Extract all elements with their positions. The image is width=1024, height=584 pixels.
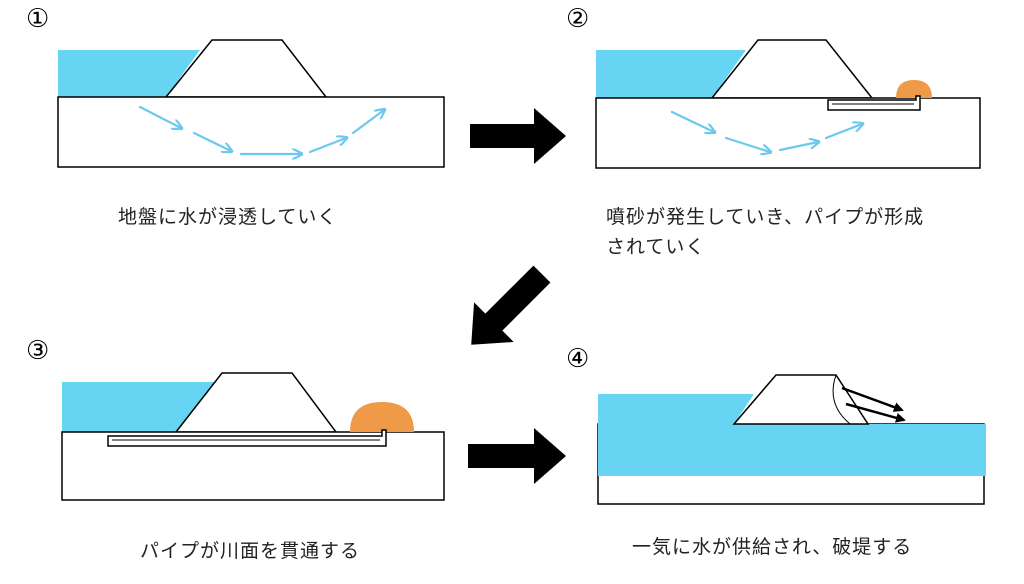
sand-boil: [896, 80, 932, 98]
step-2-caption: 噴砂が発生していき、パイプが形成 されていく: [606, 202, 924, 262]
step-2-number: ②: [566, 4, 590, 34]
panel-3: [61, 372, 445, 501]
step-2-caption-line-1: 噴砂が発生していき、パイプが形成: [606, 206, 925, 228]
arrow-right-step3-to-step4: [468, 428, 566, 484]
sand-boil: [350, 402, 414, 432]
outflow-arrows: [841, 386, 906, 423]
step-1-caption: 地盤に水が浸透していく: [118, 202, 337, 232]
seepage-arrows: [138, 105, 384, 154]
seepage-arrows: [670, 110, 862, 152]
floodwater: [598, 394, 986, 476]
step-1-caption-line-1: 地盤に水が浸透していく: [118, 206, 338, 228]
seepage-arrow-2: [192, 131, 231, 151]
step-4-caption-line-1: 一気に水が供給され、破堤する: [632, 536, 913, 558]
seepage-arrow-3: [778, 142, 818, 152]
ground: [57, 96, 445, 168]
ground: [595, 97, 981, 169]
arrow-right-step1-to-step2: [470, 108, 566, 164]
panel-4: [597, 374, 986, 505]
river-water: [58, 50, 200, 97]
step-1-number: ①: [26, 4, 50, 34]
panel-2: [595, 39, 981, 169]
river-water: [62, 382, 214, 432]
pipe: [107, 429, 387, 447]
seepage-arrow-2: [724, 136, 770, 152]
breach-line: [832, 374, 851, 425]
arrow-diagonal-shape: [471, 265, 551, 345]
levee: [174, 372, 338, 433]
seepage-arrow-1: [670, 110, 714, 132]
breached-levee: [732, 374, 870, 425]
outflow-arrow-1: [841, 386, 904, 412]
step-3-caption: パイプが川面を貫通する: [140, 536, 360, 566]
river-water: [596, 50, 746, 98]
panel-1: [57, 39, 445, 168]
levee: [164, 39, 328, 98]
step-2-caption-line-2: されていく: [606, 236, 706, 258]
step-3-number: ③: [26, 336, 50, 366]
step-3-caption-line-1: パイプが川面を貫通する: [140, 540, 361, 562]
pipe: [827, 95, 921, 111]
step-4-number: ④: [566, 344, 590, 374]
seepage-arrow-5: [351, 110, 384, 135]
seepage-arrow-4: [308, 138, 346, 154]
step-4-caption: 一気に水が供給され、破堤する: [632, 532, 912, 562]
seepage-arrow-1: [138, 105, 181, 128]
outflow-arrow-2: [845, 402, 906, 423]
seepage-arrow-4: [824, 124, 862, 140]
levee: [710, 39, 874, 99]
arrow-diagonal-step2-to-step3: [471, 265, 551, 345]
